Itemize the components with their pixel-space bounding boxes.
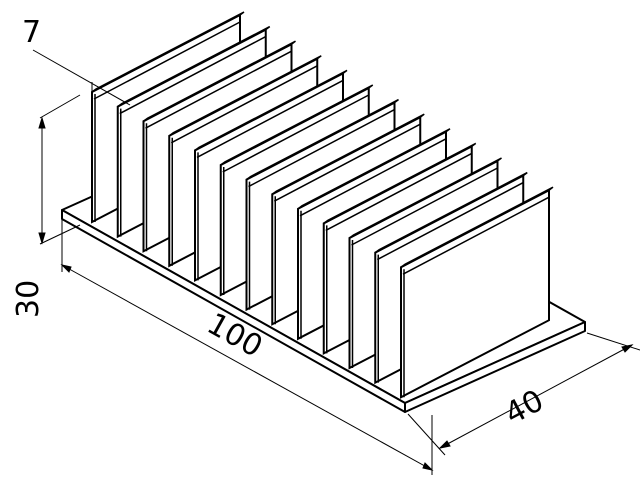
dim-30-ext-top [39, 94, 81, 119]
fin-lip [168, 55, 322, 137]
dim-7-label: 7 [22, 15, 41, 50]
arrow-icon [38, 116, 46, 129]
arrow-icon [422, 462, 434, 471]
dim-30-ext-bottom [39, 224, 81, 245]
fin-lip-edge [196, 79, 344, 159]
arrow-icon [621, 344, 634, 353]
fin-lip-edge [376, 181, 524, 261]
fin-lip-edge [351, 167, 498, 246]
arrow-icon [60, 264, 72, 273]
fins [91, 11, 554, 399]
fin-lip [143, 40, 296, 122]
dim-7-leader [32, 49, 131, 106]
fin-lip-edge [402, 196, 550, 275]
dim-40-label: 40 [499, 383, 549, 432]
dim-40-line [439, 344, 633, 449]
fin-lip [374, 171, 528, 254]
fin-lip [271, 113, 425, 195]
dim-40-ext-right [586, 332, 640, 351]
fin-lip-edge [222, 94, 370, 173]
fin-lip [246, 98, 399, 181]
base-side-face [404, 321, 586, 413]
fin-lip [194, 69, 348, 152]
fin-lip [323, 142, 477, 225]
fin-lip-edge [93, 21, 241, 100]
dim-100-line [61, 264, 433, 471]
fin-lip [297, 128, 451, 210]
dim-40-ext-left [407, 413, 446, 456]
fin-lip-edge [119, 35, 267, 115]
fin-lip [220, 84, 374, 166]
arrow-icon [38, 232, 46, 245]
fin-lip [91, 11, 245, 93]
fin-lip [400, 186, 554, 268]
fin-lip [349, 157, 502, 239]
fin-lip-edge [299, 138, 447, 217]
fin-lip-edge [248, 108, 395, 188]
fin-lip-edge [273, 123, 421, 202]
dimension-lines [32, 49, 640, 475]
fin-lip-edge [170, 65, 318, 144]
fin-lip [117, 25, 271, 108]
fin [400, 186, 554, 399]
arrow-icon [438, 440, 451, 449]
fin-lip-edge [325, 152, 473, 232]
fin-lip-edge [145, 50, 292, 129]
dim-30-label: 30 [11, 280, 46, 318]
